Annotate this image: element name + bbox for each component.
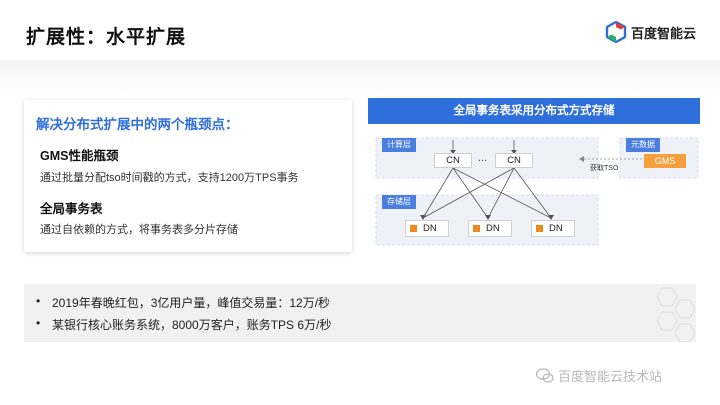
baidu-cloud-logo-icon xyxy=(605,21,627,43)
global-txn-table-title: 全局事务表 xyxy=(40,202,103,216)
brand-logo: 百度智能云 xyxy=(605,21,696,43)
dn-node-2: DN xyxy=(468,220,512,237)
card-heading: 解决分布式扩展中的两个瓶颈点： xyxy=(36,117,239,132)
gms-bottleneck-desc: 通过批量分配tso时间戳的方式，支持1200万TPS事务 xyxy=(40,172,299,184)
bullet-text-2: 某银行核心账务系统，8000万客户，账务TPS 6万/秒 xyxy=(52,318,332,332)
cn-node-2: CN xyxy=(495,153,533,168)
wechat-icon xyxy=(536,367,554,383)
brand-name: 百度智能云 xyxy=(631,25,697,41)
dn-node-1: DN xyxy=(405,220,449,237)
dn-square-icon xyxy=(410,225,417,232)
diagram-banner: 全局事务表采用分布式方式存储 xyxy=(368,98,700,124)
bottleneck-card: 解决分布式扩展中的两个瓶颈点： GMS性能瓶颈 通过批量分配tso时间戳的方式，… xyxy=(24,100,352,252)
gms-bottleneck-title: GMS性能瓶颈 xyxy=(40,149,119,163)
storage-layer-tag: 存储层 xyxy=(382,195,416,209)
bullet-dot-icon: • xyxy=(36,294,41,308)
dn-square-icon xyxy=(536,225,543,232)
bullet-dot-icon: • xyxy=(36,316,41,330)
dn-node-3: DN xyxy=(531,220,575,237)
header-band xyxy=(0,60,720,94)
global-txn-table-desc: 通过自依赖的方式，将事务表多分片存储 xyxy=(40,224,238,236)
dn-label-2: DN xyxy=(486,223,500,234)
watermark-text: 百度智能云技术站 xyxy=(558,369,663,384)
slide-title: 扩展性：水平扩展 xyxy=(26,27,187,48)
bullet-item-1: • 2019年春晚红包，3亿用户量，峰值交易量：12万/秒 xyxy=(36,294,330,311)
cn-ellipsis: ... xyxy=(478,152,488,164)
get-tso-label: 获取TSO xyxy=(590,165,619,172)
metadata-tag: 元数据 xyxy=(626,138,660,152)
dn-square-icon xyxy=(473,225,480,232)
watermark: 百度智能云技术站 xyxy=(536,366,662,385)
cn-node-1: CN xyxy=(434,153,472,168)
compute-layer-tag: 计算层 xyxy=(382,138,416,152)
dn-label-3: DN xyxy=(549,223,563,234)
case-study-band: • 2019年春晚红包，3亿用户量，峰值交易量：12万/秒 • 某银行核心账务系… xyxy=(24,284,696,342)
hexagon-pattern-icon xyxy=(656,287,696,342)
bullet-item-2: • 某银行核心账务系统，8000万客户，账务TPS 6万/秒 xyxy=(36,316,331,333)
gms-node: GMS xyxy=(644,154,686,168)
dn-label-1: DN xyxy=(423,223,437,234)
architecture-diagram: 全局事务表采用分布式方式存储 计算层 存储层 元数据 CN ... CN GMS… xyxy=(368,98,700,250)
bullet-text-1: 2019年春晚红包，3亿用户量，峰值交易量：12万/秒 xyxy=(52,296,331,310)
